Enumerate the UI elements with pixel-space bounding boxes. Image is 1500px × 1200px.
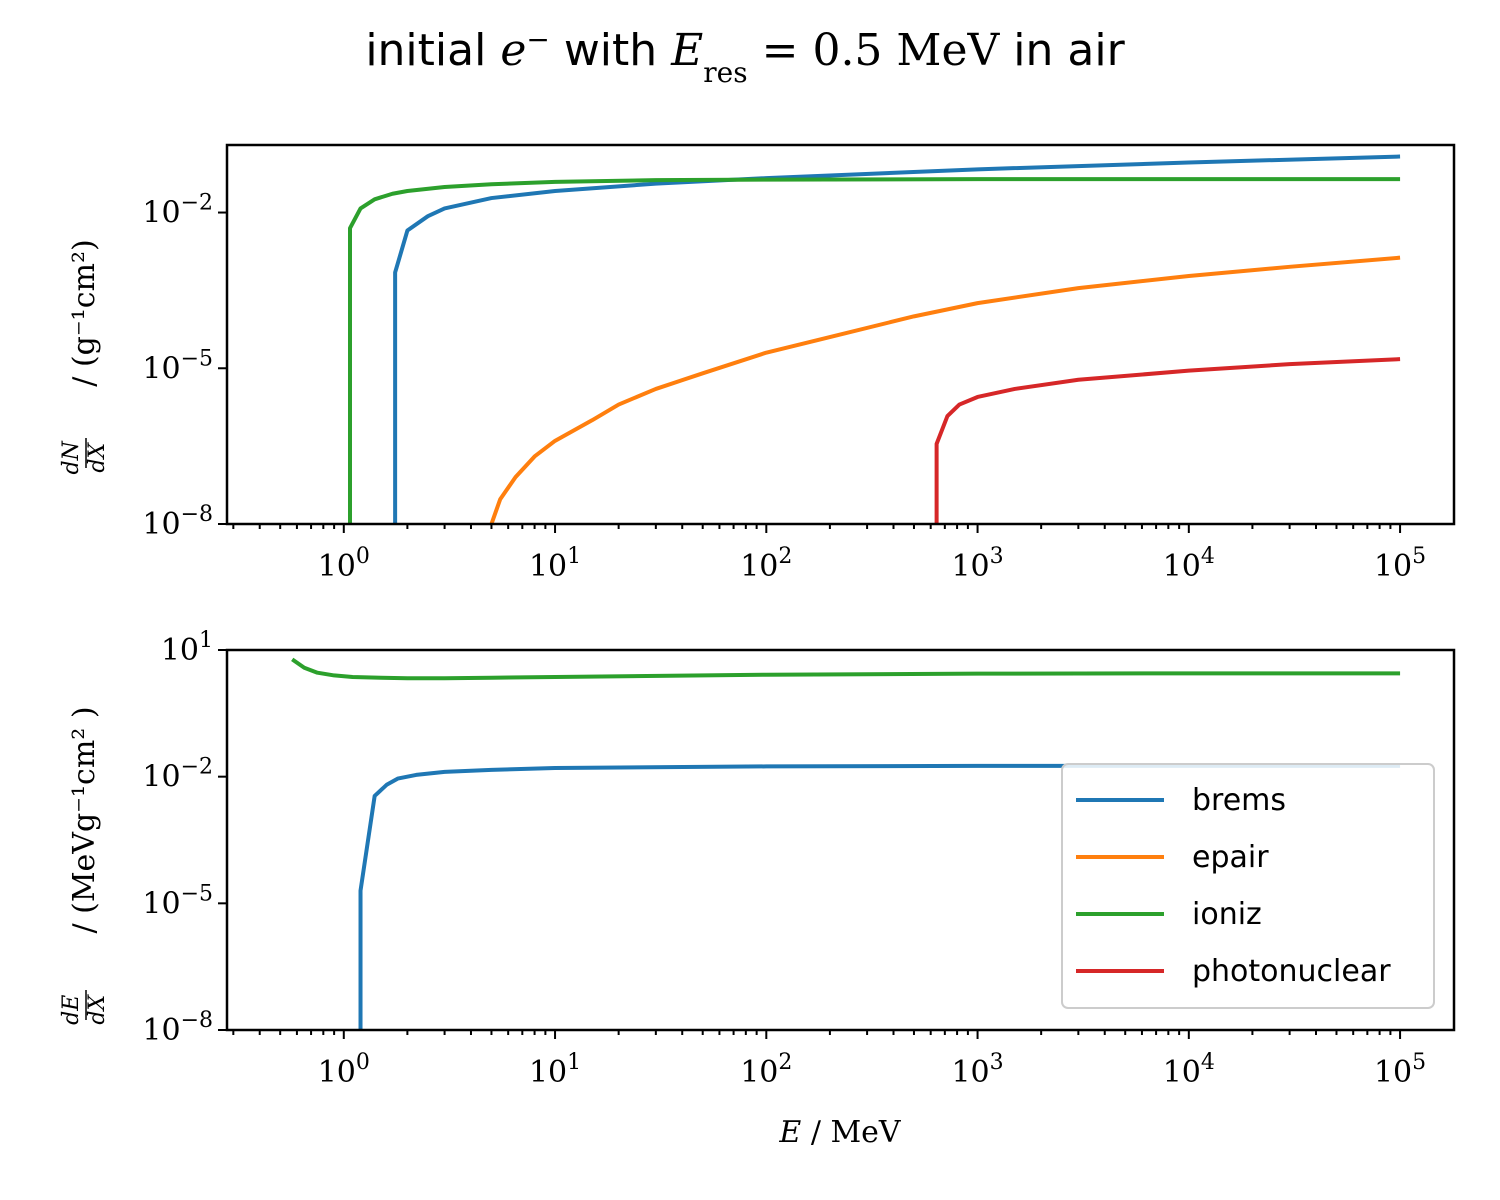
legend: brems epair ioniz photonuclear [1061,763,1435,1009]
top-x-tick-label: 100 [318,544,370,584]
bottom-y-tick-label: 101 [161,628,213,668]
top-ylabel-units: / (g⁻¹cm²) [67,239,102,386]
bottom-x-tick-label: 105 [1374,1050,1426,1090]
top-x-tick-label: 105 [1374,544,1426,584]
top-ylabel-denominator: dX [85,442,110,473]
bottom-axes-frame [225,648,1456,1032]
bottom-x-tick-label: 101 [529,1050,581,1090]
bottom-x-tick-label: 104 [1163,1050,1215,1090]
top-series-photonuclear [934,357,1401,524]
chart-title: initial e− with Eres = 0.5 MeV in air [365,23,1125,89]
top-y-tick-label: 10−2 [142,191,213,231]
bottom-ylabel-units: / (MeVg⁻¹cm² ) [67,706,102,933]
top-x-tick-label: 104 [1163,544,1215,584]
top-x-tick-label: 103 [951,544,1003,584]
legend-label-ioniz: ioniz [1192,897,1262,932]
bottom-y-axis-label: dE dX / (MeVg⁻¹cm² ) [51,706,112,1024]
top-series-brems [393,154,1401,524]
top-panel: 100 101 102 103 104 105 10−8 10−5 10−2 dN dX / (… [51,143,1456,584]
bottom-x-tick-label: 100 [318,1050,370,1090]
top-axes-frame [225,143,1456,526]
bottom-panel: 100 101 102 103 104 105 10−8 10−5 10−2 101 dE dX … [51,628,1456,1150]
bottom-y-tick-label: 10−5 [142,881,213,921]
svg-text:dE dX / (MeVg: dE dX / (MeVg⁻¹cm² ) [51,706,112,1024]
bottom-series-ioniz [291,657,1401,681]
bottom-ticks-group: 100 101 102 103 104 105 10−8 10−5 10−2 101 [142,628,1426,1090]
legend-entries: brems epair ioniz photonuclear [1076,783,1391,989]
legend-label-brems: brems [1192,783,1286,818]
top-y-tick-label: 10−5 [142,346,213,386]
top-series-ioniz [348,177,1401,524]
top-ylabel-numerator: dN [59,440,84,474]
bottom-x-tick-label: 102 [740,1050,792,1090]
bottom-series-group [291,657,1401,1030]
top-series-group [348,154,1401,524]
legend-label-photonuclear: photonuclear [1192,954,1391,989]
legend-box [1061,763,1435,1009]
top-x-tick-label: 101 [529,544,581,584]
top-ticks-group: 100 101 102 103 104 105 10−8 10−5 10−2 [142,191,1426,584]
bottom-y-tick-label: 10−8 [142,1008,213,1048]
bottom-x-tick-label: 103 [951,1050,1003,1090]
bottom-series-brems [358,763,1401,1030]
top-series-epair [489,255,1401,524]
svg-text:dN dX / (g⁻¹c: dN dX / (g⁻¹cm²) [51,239,112,474]
x-axis-label: E / MeV [778,1115,902,1150]
top-y-axis-label: dN dX / (g⁻¹cm²) [51,239,112,474]
legend-label-epair: epair [1192,840,1269,875]
bottom-ylabel-numerator: dE [59,995,84,1025]
bottom-ylabel-denominator: dX [85,994,110,1025]
top-y-tick-label: 10−8 [142,502,213,542]
top-x-tick-label: 102 [740,544,792,584]
bottom-y-tick-label: 10−2 [142,755,213,795]
